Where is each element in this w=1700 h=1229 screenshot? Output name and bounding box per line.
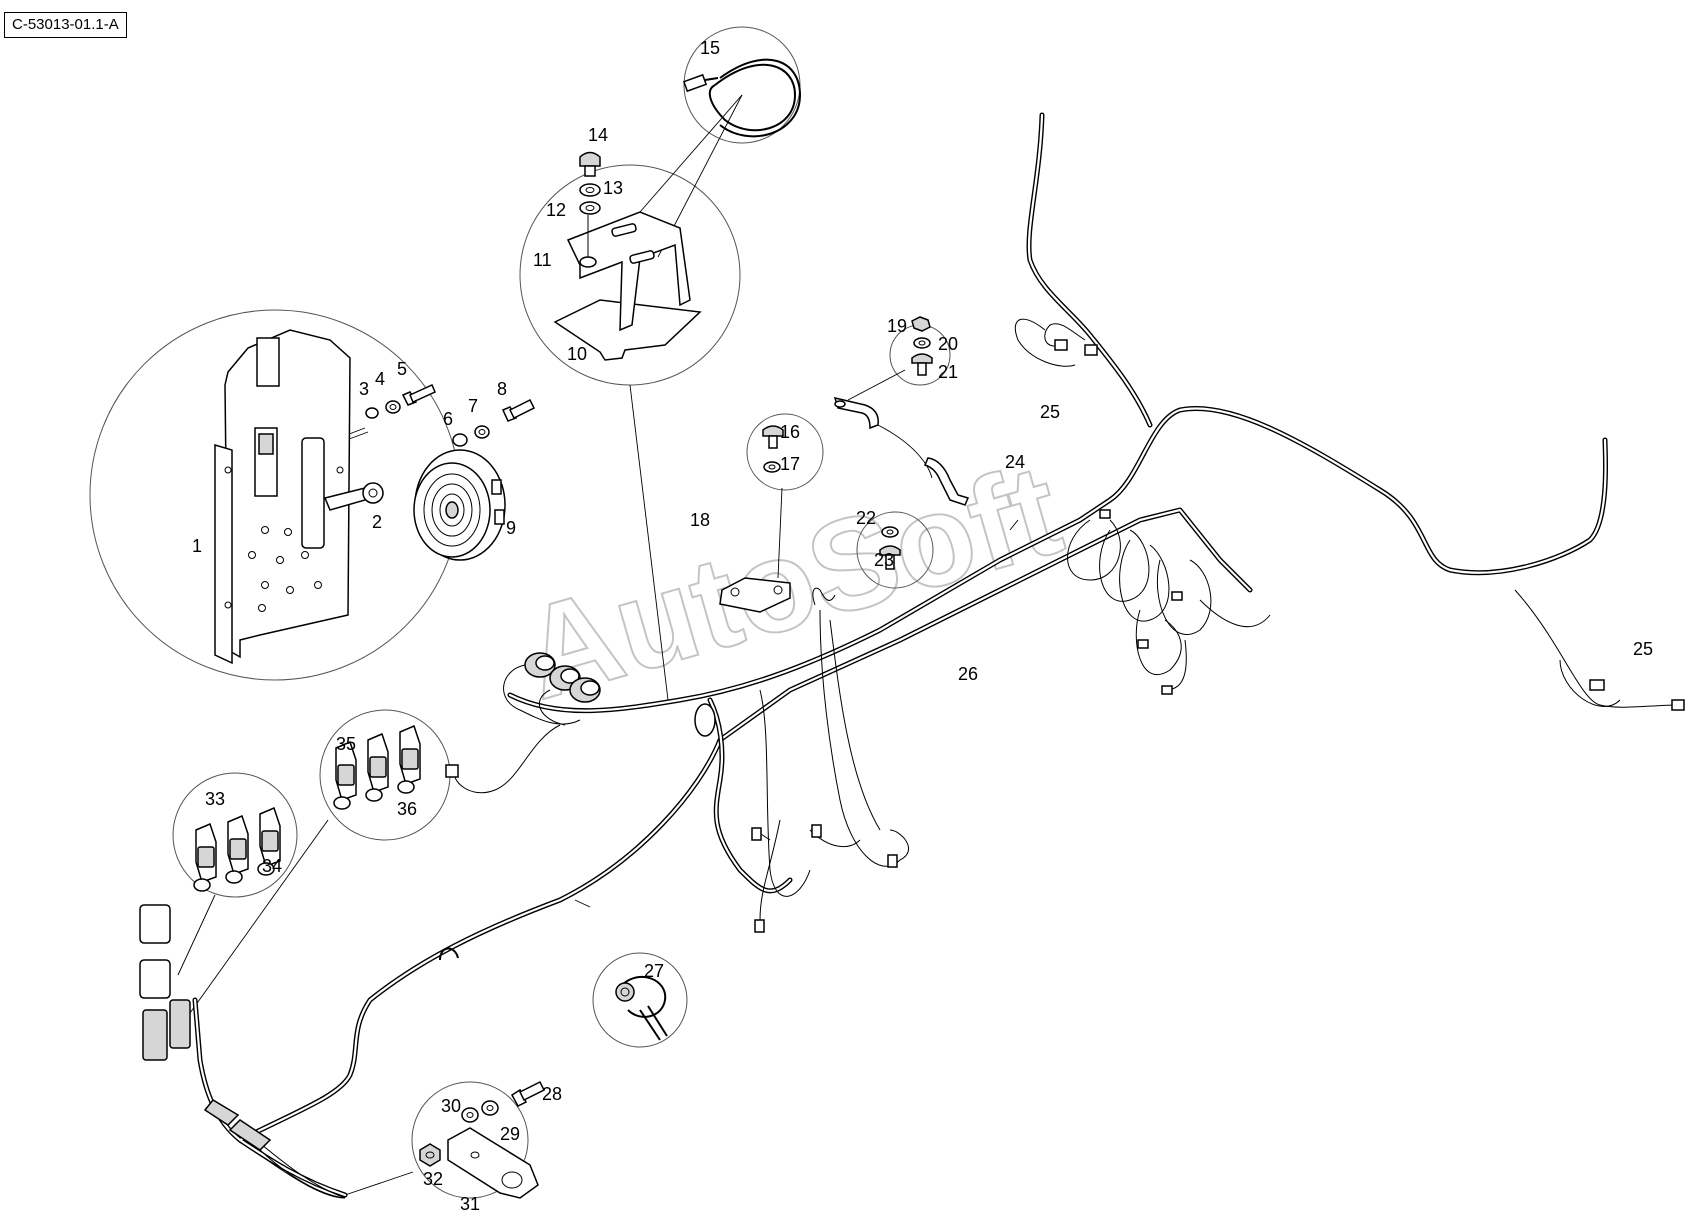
horn-mount-arm <box>323 482 384 511</box>
clamps-24 <box>833 396 970 506</box>
ground-plate-assembly <box>419 1080 546 1199</box>
detail-circle-bolt-16-17 <box>746 413 824 491</box>
callout-13: 13 <box>603 178 623 198</box>
callout-15: 15 <box>700 38 720 58</box>
callout-5: 5 <box>397 359 407 379</box>
detail-circle-clip-27 <box>592 952 688 1048</box>
callout-labels: 1 2 3 4 5 6 7 8 9 10 11 12 13 14 15 16 1… <box>192 38 1653 1214</box>
callout-25-lower: 25 <box>1633 639 1653 659</box>
callout-10: 10 <box>567 344 587 364</box>
fuses-33-34 <box>193 806 281 892</box>
cable-tie-15 <box>682 58 802 138</box>
callout-1: 1 <box>192 536 202 556</box>
callout-23: 23 <box>874 550 894 570</box>
mount-bracket-assembly <box>553 151 702 361</box>
washer-bolt-22-23 <box>879 526 901 570</box>
p-clip-27 <box>615 975 668 1041</box>
bolt-28 <box>511 1088 528 1107</box>
callout-32: 32 <box>423 1169 443 1189</box>
callout-20: 20 <box>938 334 958 354</box>
callout-33: 33 <box>205 789 225 809</box>
callout-36: 36 <box>397 799 417 819</box>
washer-13 <box>579 183 601 197</box>
horn-9 <box>413 449 506 561</box>
diagram-reference-code: C-53013-01.1-A <box>4 12 127 38</box>
callout-26: 26 <box>958 664 978 684</box>
detail-circle-bolt-22-23 <box>856 511 934 589</box>
callout-4: 4 <box>375 369 385 389</box>
relay-connectors <box>139 904 191 1061</box>
bolt-23 <box>879 545 901 556</box>
washer-30 <box>461 1107 479 1123</box>
detail-circle-ground-plate <box>411 1081 529 1199</box>
callout-22: 22 <box>856 508 876 528</box>
callout-19: 19 <box>887 316 907 336</box>
callout-12: 12 <box>546 200 566 220</box>
bolt-14 <box>579 151 601 167</box>
callout-25-upper: 25 <box>1040 402 1060 422</box>
bracket-tab <box>256 337 280 387</box>
callout-34: 34 <box>262 856 282 876</box>
washer-22 <box>881 526 899 538</box>
nut-washer-bolt-19-21 <box>911 316 933 376</box>
callout-31: 31 <box>460 1194 480 1214</box>
callout-16: 16 <box>780 422 800 442</box>
detail-circle-cable-tie <box>683 26 801 144</box>
callout-6: 6 <box>443 409 453 429</box>
bracket-plate <box>214 329 351 665</box>
washer-20 <box>913 337 931 349</box>
callout-9: 9 <box>506 518 516 538</box>
washer-12 <box>579 201 601 215</box>
washers-bolts-3-8 <box>365 384 536 447</box>
callout-7: 7 <box>468 396 478 416</box>
callout-2: 2 <box>372 512 382 532</box>
callout-3: 3 <box>359 379 369 399</box>
callout-11: 11 <box>533 250 552 270</box>
callout-29: 29 <box>500 1124 520 1144</box>
plate-31 <box>447 1127 539 1199</box>
callout-30: 30 <box>441 1096 461 1116</box>
callout-17: 17 <box>780 454 800 474</box>
callout-28: 28 <box>542 1084 562 1104</box>
main-wiring-harness <box>192 112 1685 1199</box>
callout-35: 35 <box>336 734 356 754</box>
callout-18: 18 <box>690 510 710 530</box>
fuses-35-36 <box>333 724 421 810</box>
callout-21: 21 <box>938 362 958 382</box>
washer-29 <box>481 1100 499 1116</box>
nut-32 <box>419 1143 441 1167</box>
gasket-18 <box>719 577 791 613</box>
harness-round-connectors <box>524 652 601 703</box>
nut-19 <box>911 316 931 332</box>
bolt-16 <box>762 425 784 437</box>
detail-circle-fuses-33-34 <box>172 772 298 898</box>
bolt-washer-16-17 <box>762 425 784 473</box>
callout-14: 14 <box>588 125 608 145</box>
callout-27: 27 <box>644 961 664 981</box>
washer-17 <box>763 461 781 473</box>
callout-8: 8 <box>497 379 507 399</box>
callout-24: 24 <box>1005 452 1025 472</box>
bolt-21 <box>911 353 933 364</box>
